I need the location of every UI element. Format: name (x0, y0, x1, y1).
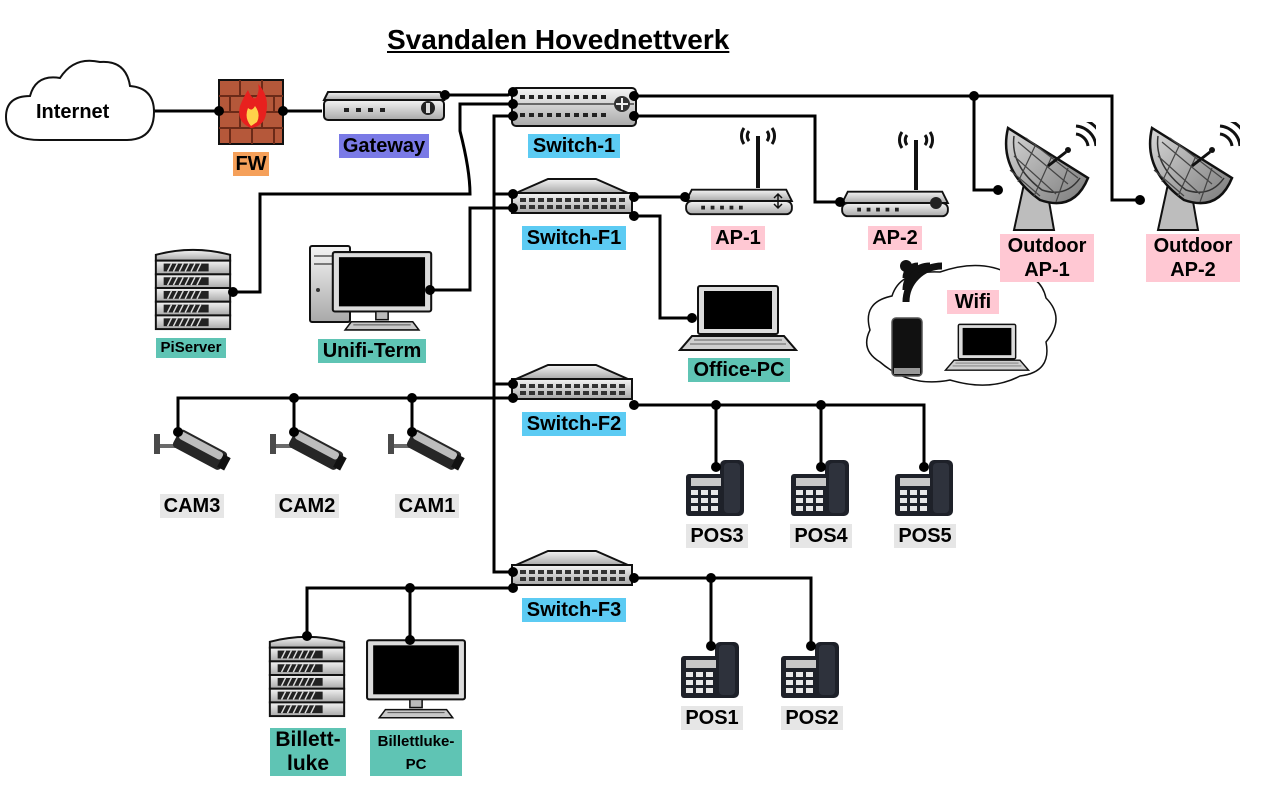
internet-cloud-icon[interactable] (4, 59, 156, 141)
page-title: Svandalen Hovednettverk (387, 24, 730, 55)
piserver-icon[interactable] (154, 248, 232, 331)
link-switch1-switchf1 (492, 114, 512, 196)
link-switchf2-cam3 (176, 396, 512, 432)
link-switchf3-billettluke (305, 586, 512, 636)
switch-f1-label: Switch-F1 (522, 226, 626, 250)
billettluke-server-icon[interactable] (268, 635, 346, 718)
outdoor-ap2-icon[interactable] (1148, 118, 1248, 232)
ap2-label: AP-2 (868, 226, 922, 250)
cam3-icon[interactable] (154, 428, 232, 473)
billettluke-label-line2: luke (286, 752, 330, 775)
billettluke-pc-label: Billettluke- PC (370, 730, 462, 776)
outdoor-ap2-label-line1: Outdoor (1153, 235, 1233, 257)
link-switch1-outdoor-ap2 (634, 94, 1140, 202)
office-pc-icon[interactable] (679, 285, 797, 351)
internet-label: Internet (36, 101, 110, 123)
piserver-label: PiServer (156, 338, 226, 358)
link-switchf2-pos5 (634, 403, 926, 467)
switch-f3-icon[interactable] (510, 549, 634, 587)
switch-f2-icon[interactable] (510, 363, 634, 401)
billettluke-label: Billett- luke (270, 728, 346, 776)
outdoor-ap1-icon[interactable] (1004, 118, 1104, 232)
switch-f1-icon[interactable] (510, 177, 634, 215)
switch1-icon[interactable] (511, 87, 637, 127)
outdoor-ap1-label-line2: AP-1 (1024, 259, 1070, 281)
ap2-icon[interactable] (841, 130, 949, 218)
gateway-icon[interactable] (322, 91, 446, 121)
wifi-label: Wifi (947, 290, 999, 314)
link-gateway-switch1 (445, 90, 514, 97)
link-switchf1-switchf2 (492, 194, 512, 386)
connection-lines (150, 90, 1140, 646)
link-switchf1-unifiterm (430, 206, 512, 292)
pos5-label: POS5 (894, 524, 956, 548)
switch-f3-label: Switch-F3 (522, 598, 626, 622)
pos3-label: POS3 (686, 524, 748, 548)
switch1-label: Switch-1 (528, 134, 620, 158)
billettluke-label-line1: Billett- (275, 728, 341, 751)
outdoor-ap1-label: Outdoor AP-1 (1000, 234, 1094, 282)
gateway-label: Gateway (339, 134, 429, 158)
wifi-cloud-icon[interactable] (865, 260, 1057, 386)
pos4-label: POS4 (790, 524, 852, 548)
billettluke-pc-label-line1: Billettluke- (377, 733, 455, 750)
cam2-label: CAM2 (275, 494, 339, 518)
link-switchf3-pos2 (634, 576, 813, 646)
cam1-label: CAM1 (395, 494, 459, 518)
link-switchf2-switchf3 (492, 384, 512, 574)
pos2-label: POS2 (781, 706, 843, 730)
outdoor-ap2-label-line2: AP-2 (1170, 259, 1216, 281)
cam2-icon[interactable] (270, 428, 348, 473)
billettluke-pc-label-line2: PC (405, 756, 427, 773)
junction-dots (173, 87, 1145, 651)
phone-device-icon (891, 317, 923, 377)
wifi-laptop-icon (944, 323, 1030, 371)
cam3-label: CAM3 (160, 494, 224, 518)
link-switch1-piserver (233, 102, 512, 294)
link-switch1-outdoor-ap1 (972, 96, 998, 192)
fw-label: FW (233, 152, 269, 176)
firewall-icon[interactable] (218, 79, 284, 145)
outdoor-ap2-label: Outdoor AP-2 (1146, 234, 1240, 282)
ap1-icon[interactable] (685, 126, 793, 216)
unifi-term-icon[interactable] (309, 245, 433, 331)
link-switch1-ap2 (634, 114, 840, 204)
outdoor-ap1-label-line1: Outdoor (1007, 235, 1087, 257)
billettluke-pc-icon[interactable] (366, 639, 466, 719)
pos1-label: POS1 (681, 706, 743, 730)
switch-f2-label: Switch-F2 (522, 412, 626, 436)
link-switchf1-officepc (634, 214, 692, 320)
unifi-term-label: Unifi-Term (318, 339, 426, 363)
ap1-label: AP-1 (711, 226, 765, 250)
office-pc-label: Office-PC (688, 358, 790, 382)
cam1-icon[interactable] (388, 428, 466, 473)
